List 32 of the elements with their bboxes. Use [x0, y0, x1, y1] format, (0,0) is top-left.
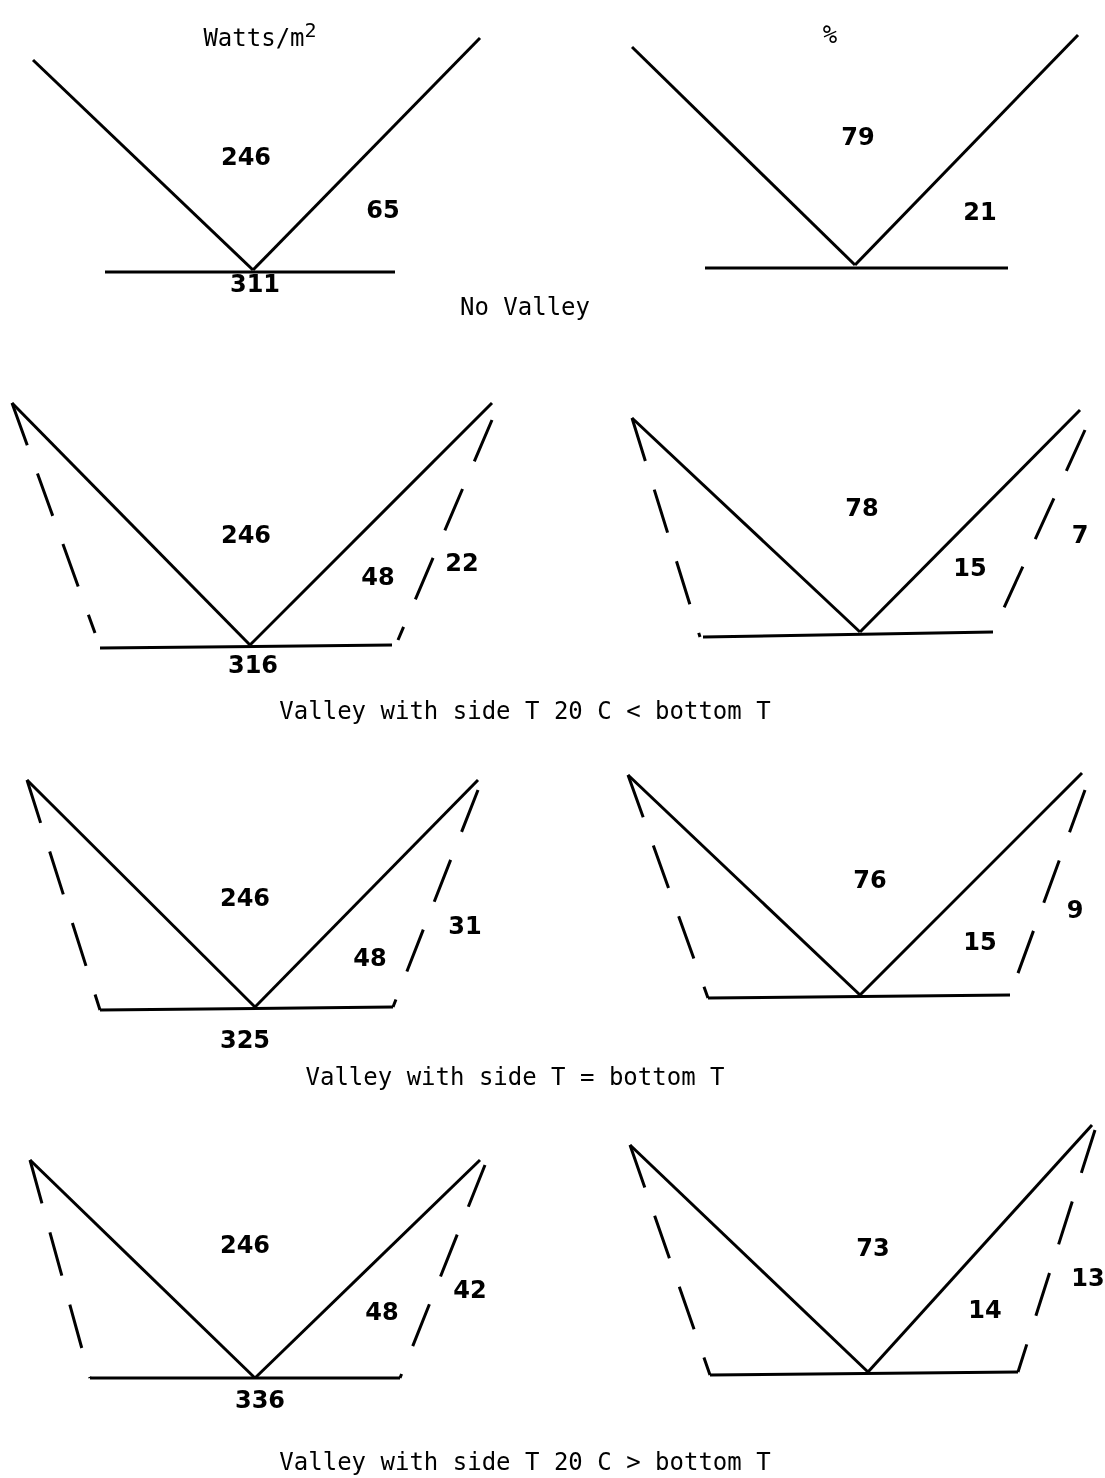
value: 15: [963, 928, 997, 956]
value: 31: [448, 912, 482, 940]
value: 246: [219, 884, 271, 912]
caption: Valley with side T = bottom T: [305, 1063, 725, 1091]
unit-label: Watts/m$^{2}$: [203, 18, 317, 52]
caption: Valley with side T 20 C < bottom T: [279, 697, 771, 725]
value: 311: [229, 270, 281, 298]
value: 48: [365, 1298, 399, 1326]
value: 79: [841, 123, 875, 151]
value: 7: [1071, 521, 1089, 549]
value: 73: [856, 1234, 890, 1262]
value: 246: [220, 143, 272, 171]
caption: Valley with side T 20 C > bottom T: [279, 1448, 771, 1476]
value: 14: [968, 1296, 1002, 1324]
value: 22: [445, 549, 479, 577]
value: 246: [219, 1231, 271, 1259]
value: 325: [219, 1026, 271, 1054]
value: 246: [220, 521, 272, 549]
value: 9: [1066, 896, 1084, 924]
value: 42: [453, 1276, 487, 1304]
value: 76: [853, 866, 887, 894]
value: 78: [845, 494, 879, 522]
value: 13: [1071, 1264, 1105, 1292]
value: 336: [234, 1386, 286, 1414]
value: 15: [953, 554, 987, 582]
value: 316: [227, 651, 279, 679]
value: 48: [353, 944, 387, 972]
caption: No Valley: [460, 293, 590, 321]
value: 21: [963, 198, 997, 226]
value: 65: [366, 196, 400, 224]
value: 48: [361, 563, 395, 591]
unit-label: %: [822, 21, 838, 49]
